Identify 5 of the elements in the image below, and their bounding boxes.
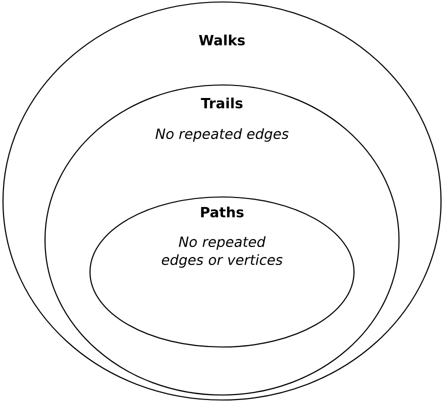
set-heading: Trails	[200, 98, 242, 108]
set-heading: Paths	[201, 206, 244, 218]
set-heading: Walks	[199, 34, 245, 46]
set-description: No repeated edges	[156, 128, 289, 142]
set-description: No repeated edges or vertices	[162, 236, 282, 268]
